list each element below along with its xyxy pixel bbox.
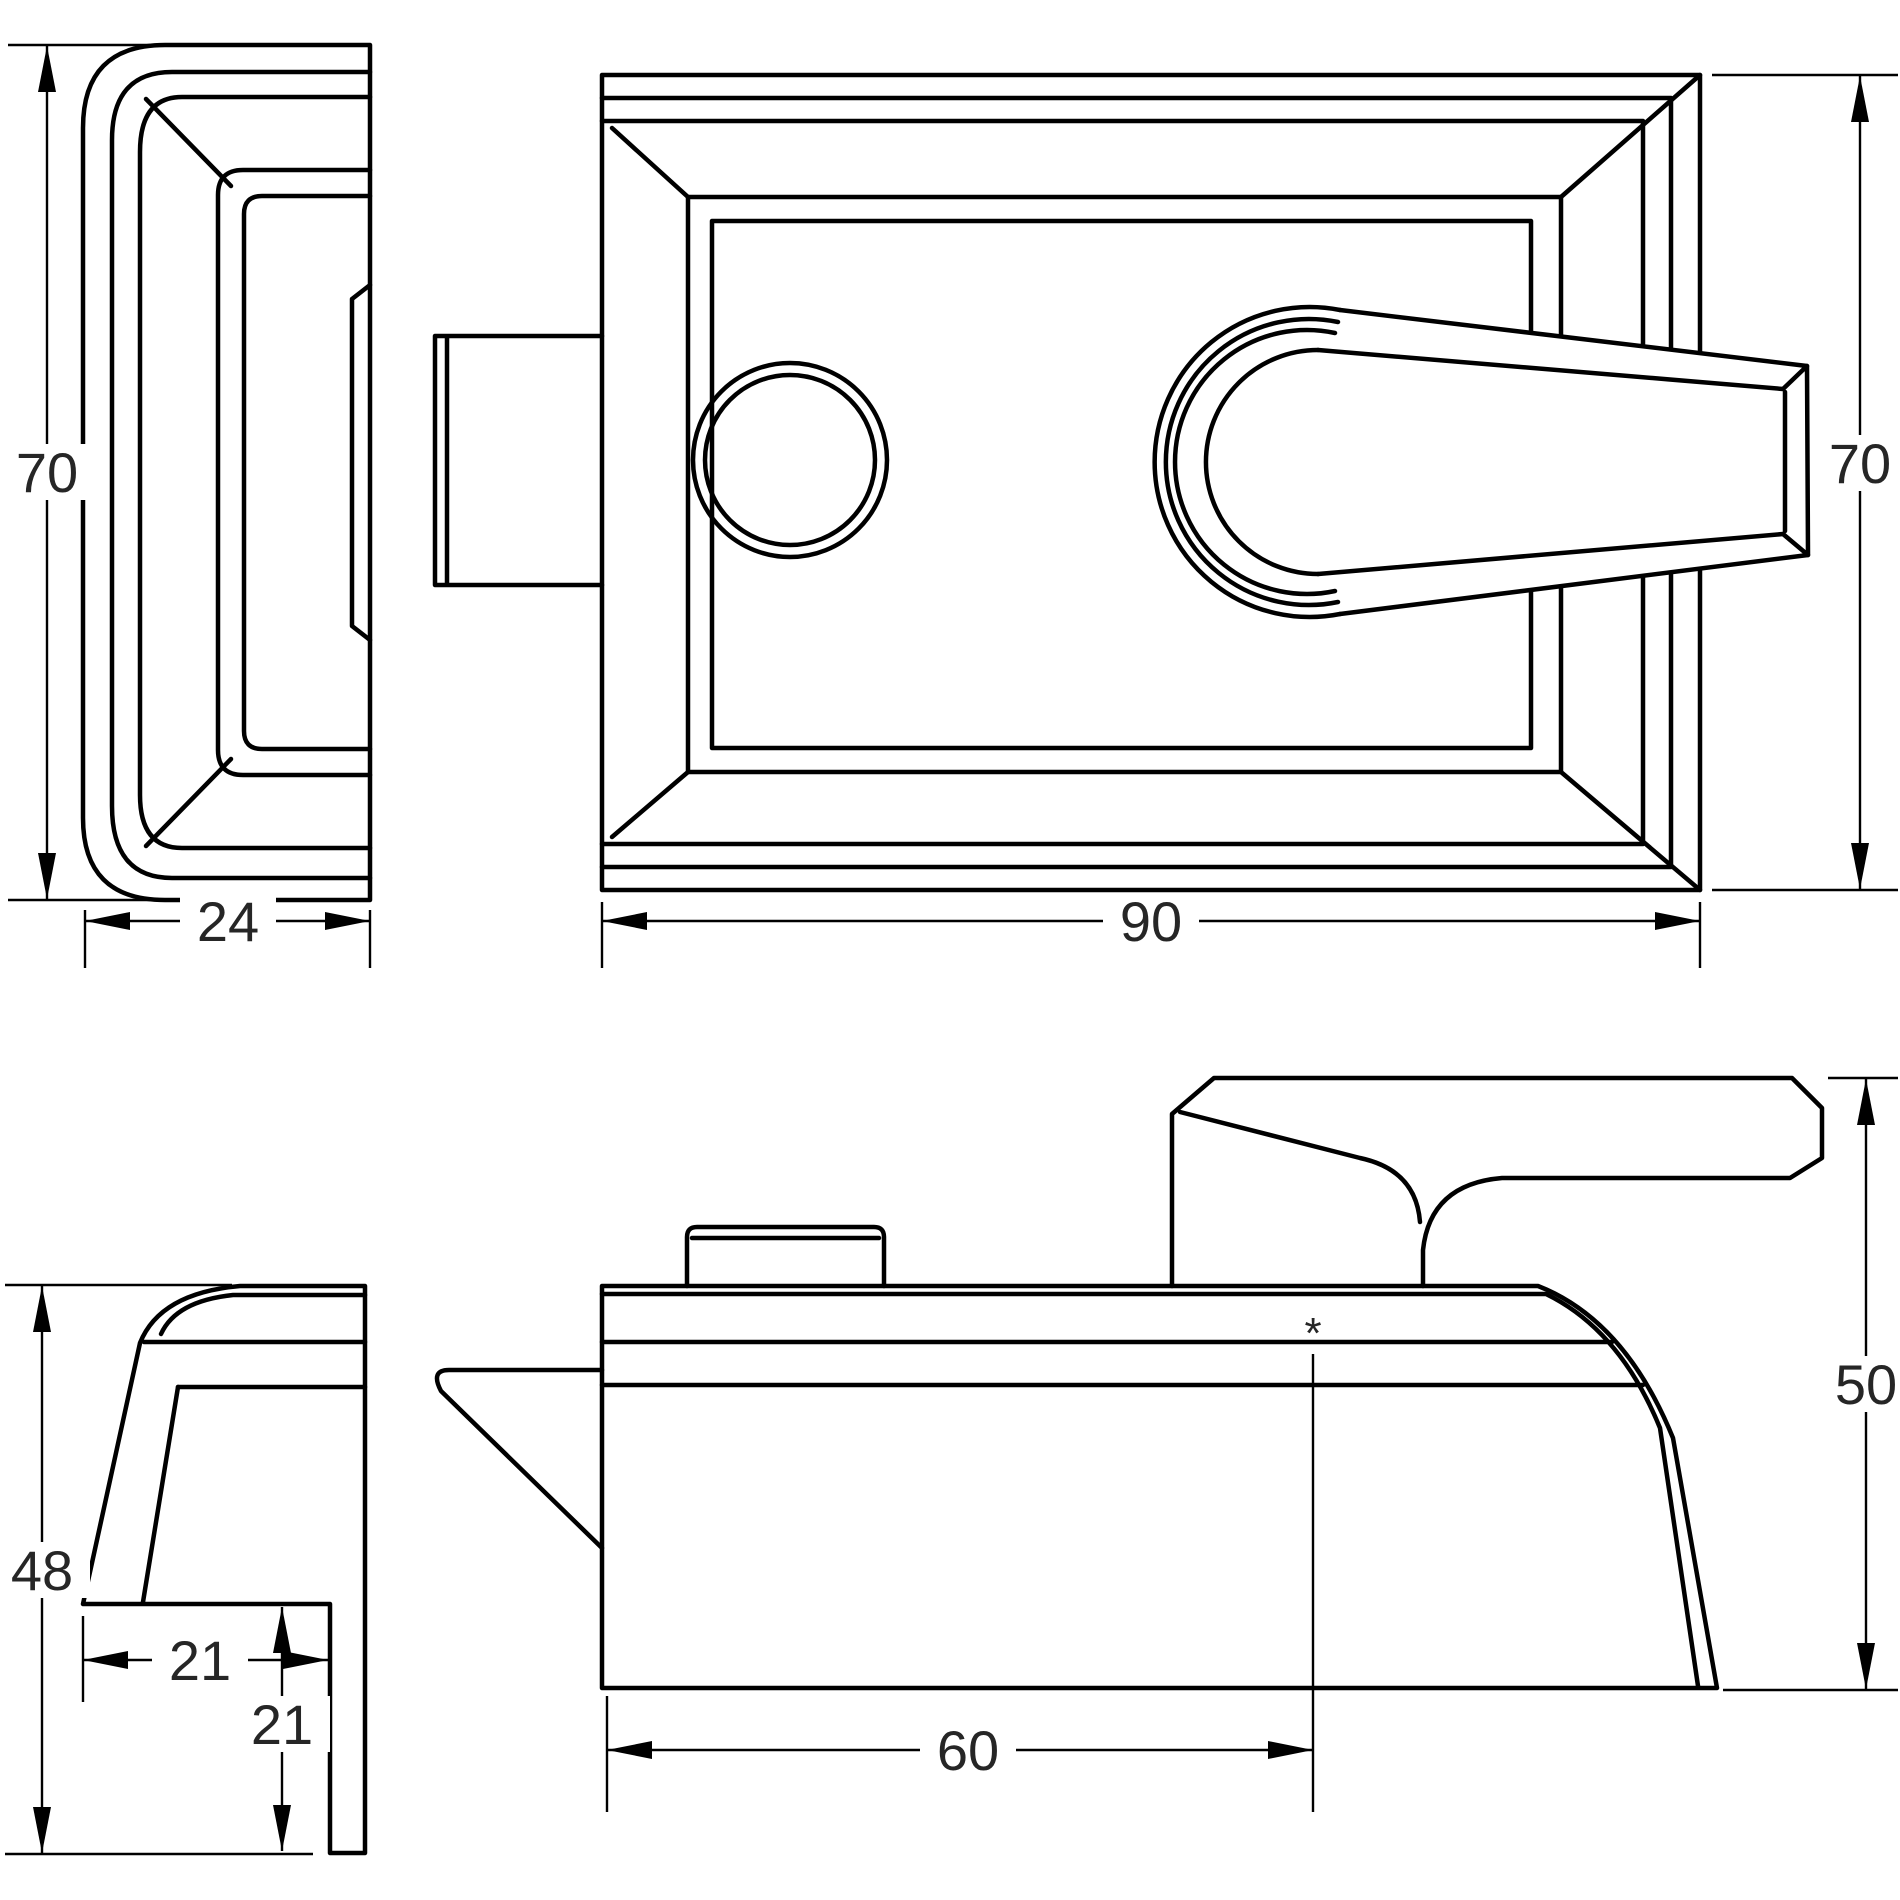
lock-side-top-inner bbox=[599, 1291, 1701, 1689]
dim-keep-side-depth: 21 bbox=[81, 1616, 330, 1702]
lever-root-arc bbox=[1203, 347, 1321, 577]
dim-body-side-height: 50 bbox=[1723, 1076, 1900, 1692]
lock-side-view bbox=[434, 1075, 1825, 1691]
dim-keep-side-lip: 21 bbox=[234, 1607, 330, 1851]
dim-keep-side-depth-label: 21 bbox=[169, 1629, 231, 1692]
keep-front-rim-2 bbox=[109, 69, 373, 881]
keep-front-rim-3 bbox=[137, 94, 373, 851]
dim-keep-side-lip-label: 21 bbox=[251, 1693, 313, 1756]
dim-keep-front-height-label: 70 bbox=[16, 441, 78, 504]
snib-side bbox=[684, 1224, 887, 1289]
dim-body-side-backset: 60 * bbox=[605, 1309, 1322, 1812]
keep-front-recess-inner bbox=[241, 193, 373, 752]
lever-front-edges bbox=[1315, 307, 1811, 617]
lock-side-face-lines bbox=[599, 1339, 1646, 1388]
lock-front-chamfers bbox=[609, 72, 1703, 893]
lever-side-inner-edge bbox=[1177, 1109, 1423, 1225]
dimensions: 70 24 90 70 bbox=[0, 43, 1900, 1856]
dim-body-front-height-label: 70 bbox=[1829, 432, 1891, 495]
dim-body-side-height-label: 50 bbox=[1835, 1353, 1897, 1416]
keep-front-outline bbox=[80, 42, 373, 903]
dim-keep-front-depth: 24 bbox=[83, 890, 372, 968]
keep-side-face-lines bbox=[141, 1339, 368, 1390]
dim-keep-side-height-label: 48 bbox=[11, 1539, 73, 1602]
lock-front-view bbox=[432, 72, 1811, 893]
lever-boss-arc-inner bbox=[1172, 327, 1338, 597]
keep-front-chamfer-top-left bbox=[143, 96, 234, 189]
lever-boss-arc-mid bbox=[1163, 316, 1341, 608]
keep-side-top-inner bbox=[158, 1292, 368, 1337]
cylinder-circle-outer bbox=[690, 360, 890, 560]
lever-boss-arc-outer bbox=[1152, 304, 1343, 620]
keep-side-outline bbox=[80, 1283, 368, 1856]
dim-body-front-width-label: 90 bbox=[1120, 890, 1182, 953]
latch-bolt-front bbox=[432, 333, 605, 588]
keep-front-slot bbox=[349, 282, 373, 643]
lever-front-silhouette bbox=[1154, 307, 1808, 617]
backset-marker: * bbox=[1304, 1309, 1321, 1358]
lock-side-outline bbox=[599, 1283, 1720, 1691]
lock-front-panel-inner bbox=[709, 218, 1534, 751]
keep-front-chamfer-bottom-left bbox=[143, 756, 234, 849]
keep-front-view bbox=[80, 42, 373, 903]
cylinder-circle-inner bbox=[702, 372, 878, 548]
dim-body-front-height: 70 bbox=[1712, 73, 1900, 892]
dim-keep-front-depth-label: 24 bbox=[197, 890, 259, 953]
keep-side-view bbox=[80, 1283, 368, 1856]
lever-side-outline bbox=[1169, 1075, 1825, 1289]
dim-body-side-backset-label: 60 bbox=[937, 1719, 999, 1782]
keep-front-recess-outer bbox=[215, 167, 373, 778]
dim-body-front-width: 90 bbox=[600, 890, 1702, 968]
keep-side-slope-inner bbox=[140, 1384, 181, 1605]
latch-bolt-side bbox=[434, 1367, 605, 1551]
lever-front-tip bbox=[1780, 363, 1811, 558]
dim-keep-front-height: 70 bbox=[0, 43, 152, 902]
dim-keep-side-height: 48 bbox=[0, 1283, 313, 1856]
